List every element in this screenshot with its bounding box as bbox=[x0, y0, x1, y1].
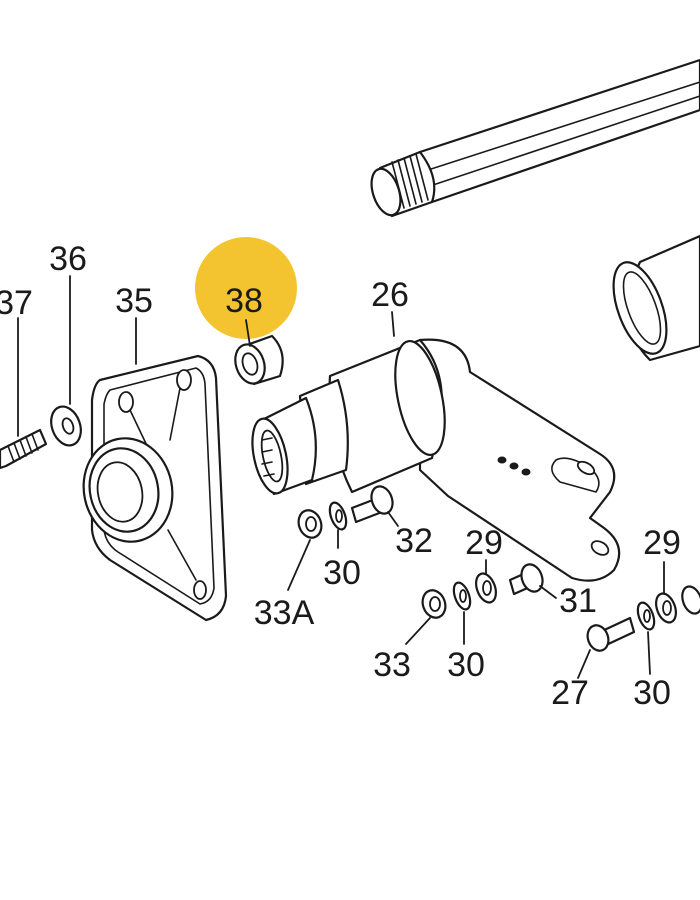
stud-37 bbox=[0, 428, 48, 470]
callout-31: 31 bbox=[559, 582, 597, 620]
callout-29-a: 29 bbox=[465, 524, 503, 562]
hardware-group-a bbox=[297, 485, 394, 539]
flange-housing-35 bbox=[82, 354, 228, 622]
callout-30-a: 30 bbox=[323, 554, 361, 592]
callout-38: 38 bbox=[225, 282, 263, 320]
callout-30-b: 30 bbox=[447, 646, 485, 684]
tube-sleeve bbox=[612, 234, 700, 362]
washer-36 bbox=[50, 405, 82, 447]
bushing-38 bbox=[234, 334, 284, 386]
callout-37: 37 bbox=[0, 284, 33, 322]
hardware-group-b bbox=[421, 563, 544, 619]
splined-shaft bbox=[370, 58, 700, 218]
callout-35: 35 bbox=[115, 282, 153, 320]
callout-30-c: 30 bbox=[633, 674, 671, 712]
callout-33: 33 bbox=[373, 646, 411, 684]
lever-arm-26 bbox=[251, 338, 621, 582]
highlight-circle bbox=[195, 237, 297, 339]
hardware-group-c bbox=[586, 585, 700, 652]
callout-27: 27 bbox=[551, 674, 589, 712]
callout-29-b: 29 bbox=[643, 524, 681, 562]
callout-26: 26 bbox=[371, 276, 409, 314]
leader-lines bbox=[17, 275, 665, 679]
callout-36: 36 bbox=[49, 240, 87, 278]
callout-33a: 33A bbox=[254, 594, 315, 632]
callout-32: 32 bbox=[395, 522, 433, 560]
